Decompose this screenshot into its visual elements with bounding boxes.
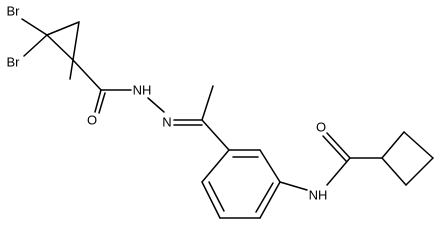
imine-n-label: N xyxy=(162,115,171,130)
amide-nh-label: NH xyxy=(309,188,328,203)
bromine-label-2: Br xyxy=(7,55,21,70)
hydrazide-nh-label: NH xyxy=(133,83,152,98)
bond-nh-carbonyl xyxy=(326,157,351,186)
bond-benzene-5 xyxy=(201,181,221,219)
bond-carbonyl-o-b xyxy=(98,92,106,114)
bond-benzene-3 xyxy=(259,181,281,219)
bond-benzene-2 xyxy=(259,149,281,183)
hydrazide-oxygen-label: O xyxy=(87,113,97,128)
bond-cyclobutane-1 xyxy=(381,131,405,159)
bond-methyl xyxy=(69,59,74,80)
bond-benzene-inner-3 xyxy=(208,181,225,212)
bond-c-br1 xyxy=(21,18,48,36)
bond-ring-carbonyl xyxy=(72,59,102,91)
amide-oxygen-label: O xyxy=(316,120,326,135)
bonds xyxy=(21,18,434,219)
bond-amide-o-b xyxy=(322,135,347,162)
bond-cyclobutane-3 xyxy=(405,157,434,186)
bond-carbonyl-o-a xyxy=(94,89,102,113)
bromine-label-1: Br xyxy=(7,4,21,19)
bond-cyclopropane-3 xyxy=(46,34,74,61)
bond-ring-nh xyxy=(279,181,308,191)
bond-c-br2 xyxy=(23,34,48,57)
bond-cyclobutane-2 xyxy=(403,131,434,159)
bond-imine-methyl xyxy=(201,85,214,121)
bond-benzene-6 xyxy=(201,149,230,183)
bond-nh-n xyxy=(147,97,165,113)
atom-labels: Br Br NH N O O NH xyxy=(7,4,328,203)
bond-cyclopropane-1 xyxy=(46,21,80,36)
bond-benzene-inner-2 xyxy=(255,182,274,213)
molecule-structure: Br Br NH N O O NH xyxy=(7,4,434,219)
bond-cyclobutane-4 xyxy=(381,157,407,186)
structure-canvas: Br Br NH N O O NH xyxy=(7,4,434,219)
bond-cyclopropane-2 xyxy=(72,21,80,61)
bond-imine-ring xyxy=(201,119,230,151)
bond-amide-o-a xyxy=(326,132,351,159)
